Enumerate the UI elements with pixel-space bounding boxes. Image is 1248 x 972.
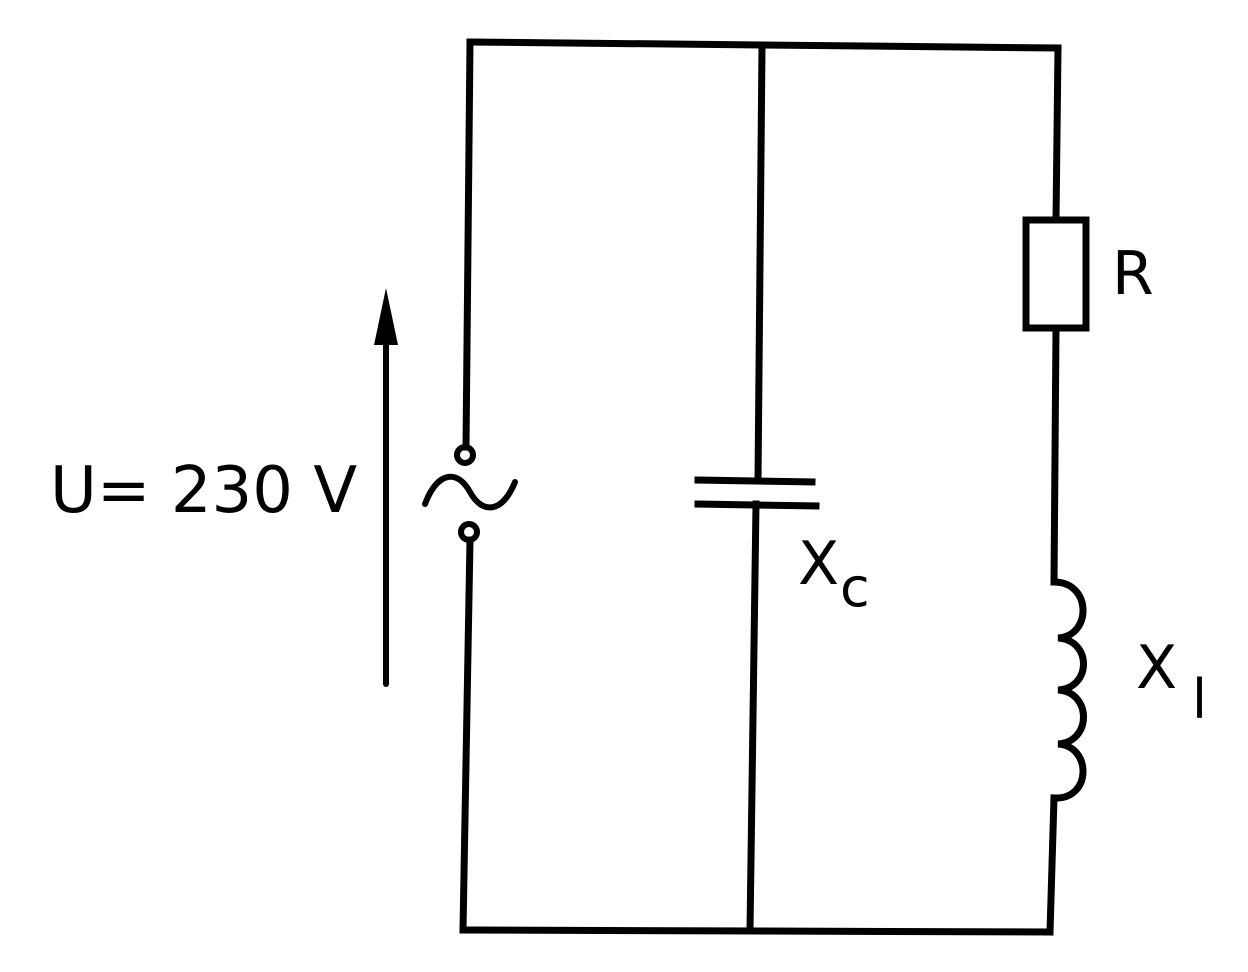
bottom-wire [459, 926, 1054, 936]
capacitor-label-sub: c [840, 556, 870, 619]
capacitor [694, 476, 820, 510]
sine-wave-icon [422, 473, 518, 511]
resistor-label: R [1112, 239, 1154, 309]
capacitor-plate-top [694, 476, 816, 486]
source-terminal-top [454, 444, 476, 466]
right-mid-wire [1050, 326, 1060, 586]
inductor-label: X [1136, 633, 1177, 703]
voltage-arrow [374, 288, 398, 687]
wires [459, 38, 1062, 936]
right-bottom-wire [1046, 794, 1058, 936]
left-lower-wire [459, 536, 474, 934]
inductor-label-sub: l [1192, 668, 1207, 731]
source-terminal-bottom [458, 521, 480, 543]
left-upper-wire [462, 38, 474, 451]
capacitor-label: X [798, 529, 839, 599]
ac-source [422, 444, 518, 543]
source-voltage-label: U= 230 V [50, 454, 357, 528]
capacitor-lower-wire [746, 500, 760, 934]
capacitor-plate-bottom [694, 500, 820, 510]
capacitor-upper-wire [754, 42, 766, 484]
resistor [1022, 216, 1090, 332]
right-top-wire [1052, 44, 1062, 224]
inductor-coil [1050, 578, 1087, 802]
voltage-arrow-head [374, 288, 398, 345]
